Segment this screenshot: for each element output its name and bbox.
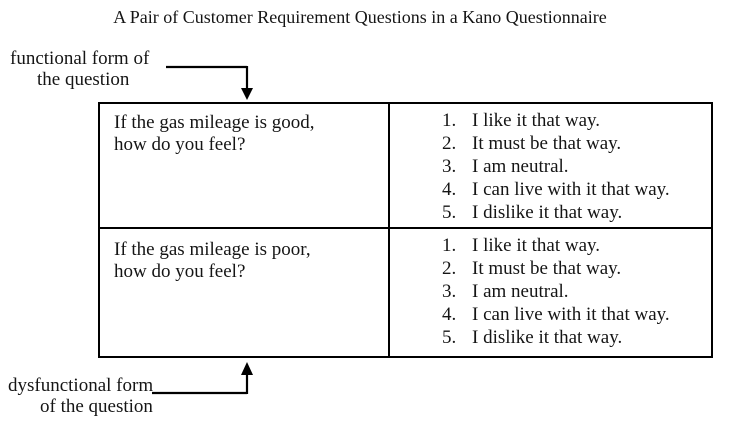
option-label: I am neutral. [472, 156, 569, 177]
option-number: 5. [442, 202, 457, 223]
option-number: 4. [442, 304, 457, 325]
option-item: 3. I am neutral. [442, 280, 707, 303]
functional-form-label: functional form of the question [10, 48, 149, 90]
option-label: I can live with it that way. [472, 304, 670, 325]
option-item: 2. It must be that way. [442, 257, 707, 280]
option-item: 5. I dislike it that way. [442, 201, 707, 224]
dysfunctional-question-cell: If the gas mileage is poor, how do you f… [100, 227, 388, 356]
option-label: It must be that way. [472, 133, 622, 154]
question-line: If the gas mileage is poor, [114, 239, 311, 260]
option-label: I dislike it that way. [472, 202, 623, 223]
option-number: 3. [442, 281, 457, 302]
option-item: 4. I can live with it that way. [442, 178, 707, 201]
option-item: 4. I can live with it that way. [442, 303, 707, 326]
option-number: 3. [442, 156, 457, 177]
kano-question-table: If the gas mileage is good, how do you f… [98, 102, 713, 358]
option-number: 1. [442, 110, 457, 131]
option-number: 2. [442, 258, 457, 279]
dysfunctional-form-label-line1: dysfunctional form [8, 375, 154, 396]
functional-arrow [166, 65, 253, 100]
dysfunctional-form-label-line2: of the question [40, 396, 153, 417]
functional-options-cell: 1. I like it that way. 2. It must be tha… [388, 104, 711, 227]
option-label: It must be that way. [472, 258, 622, 279]
option-number: 2. [442, 133, 457, 154]
option-item: 5. I dislike it that way. [442, 326, 707, 349]
option-label: I like it that way. [472, 235, 601, 256]
option-number: 5. [442, 327, 457, 348]
option-label: I can live with it that way. [472, 179, 670, 200]
functional-form-label-line2: the question [37, 69, 130, 90]
functional-question-cell: If the gas mileage is good, how do you f… [100, 104, 388, 227]
dysfunctional-options-cell: 1. I like it that way. 2. It must be tha… [388, 227, 711, 356]
option-item: 1. I like it that way. [442, 109, 707, 132]
question-line: how do you feel? [114, 261, 246, 282]
question-line: how do you feel? [114, 134, 246, 155]
option-label: I dislike it that way. [472, 327, 623, 348]
functional-form-label-line1: functional form of [10, 48, 150, 69]
page-title: A Pair of Customer Requirement Questions… [113, 7, 607, 27]
option-number: 1. [442, 235, 457, 256]
dysfunctional-arrow [152, 362, 253, 395]
dysfunctional-form-label: dysfunctional form of the question [8, 375, 153, 417]
question-line: If the gas mileage is good, [114, 112, 315, 133]
option-item: 1. I like it that way. [442, 234, 707, 257]
option-label: I like it that way. [472, 110, 601, 131]
option-item: 3. I am neutral. [442, 155, 707, 178]
option-number: 4. [442, 179, 457, 200]
option-item: 2. It must be that way. [442, 132, 707, 155]
option-label: I am neutral. [472, 281, 569, 302]
